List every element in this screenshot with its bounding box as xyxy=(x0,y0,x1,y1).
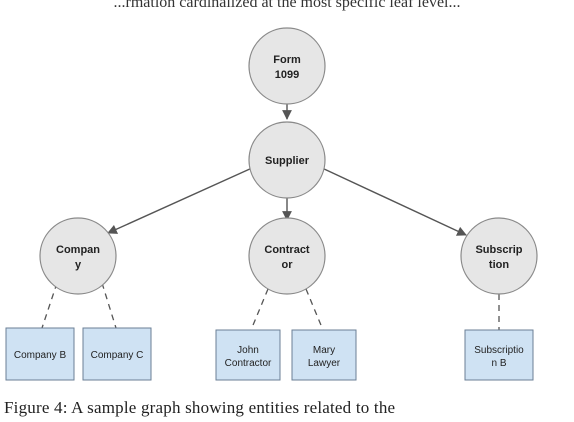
node-form-1099-label-line-2: 1099 xyxy=(275,69,299,81)
node-subscription-label-line-1: Subscrip xyxy=(475,244,522,256)
node-form-1099-label-line-1: Form xyxy=(273,54,301,66)
leaf-company-c-label: Company C xyxy=(91,350,144,361)
node-contractor-label-line-2: or xyxy=(282,259,294,271)
edge-contractor-to-mary xyxy=(305,288,324,331)
edge-supplier-to-subscription xyxy=(321,167,467,236)
leaf-mary-lawyer-label-line-1: Mary xyxy=(313,345,335,356)
node-supplier: Supplier xyxy=(248,121,326,199)
edge-company-to-company-c xyxy=(101,282,117,329)
leaf-mary-lawyer-label-line-2: Lawyer xyxy=(308,358,341,369)
edge-company-to-company-b xyxy=(41,282,58,329)
node-contractor-label-line-1: Contract xyxy=(264,244,310,256)
leaf-john-contractor: John Contractor xyxy=(215,329,281,381)
node-form-1099: Form 1099 xyxy=(248,27,326,105)
edge-contractor-to-john xyxy=(250,288,269,331)
leaf-company-b-label: Company B xyxy=(14,350,67,361)
leaf-john-contractor-label-line-1: John xyxy=(237,345,259,356)
figure-caption: Figure 4: A sample graph showing entitie… xyxy=(4,398,396,417)
leaf-company-b: Company B xyxy=(5,327,75,381)
leaf-subscription-b-label-line-1: Subscriptio xyxy=(474,345,524,356)
node-subscription-label-line-2: tion xyxy=(489,259,509,271)
node-company: Compan y xyxy=(39,217,117,295)
node-subscription: Subscrip tion xyxy=(460,217,538,295)
leaf-subscription-b: Subscriptio n B xyxy=(464,329,534,381)
node-supplier-label: Supplier xyxy=(265,155,310,167)
top-text-fragment: ...rmation cardinalized at the most spec… xyxy=(113,0,461,11)
edge-supplier-to-company xyxy=(107,167,253,234)
leaf-company-c: Company C xyxy=(82,327,152,381)
leaf-mary-lawyer: Mary Lawyer xyxy=(291,329,357,381)
node-company-label-line-2: y xyxy=(75,259,82,271)
node-company-label-line-1: Compan xyxy=(56,244,100,256)
node-contractor: Contract or xyxy=(248,217,326,295)
leaf-subscription-b-label-line-2: n B xyxy=(491,358,506,369)
leaf-john-contractor-label-line-2: Contractor xyxy=(225,358,272,369)
